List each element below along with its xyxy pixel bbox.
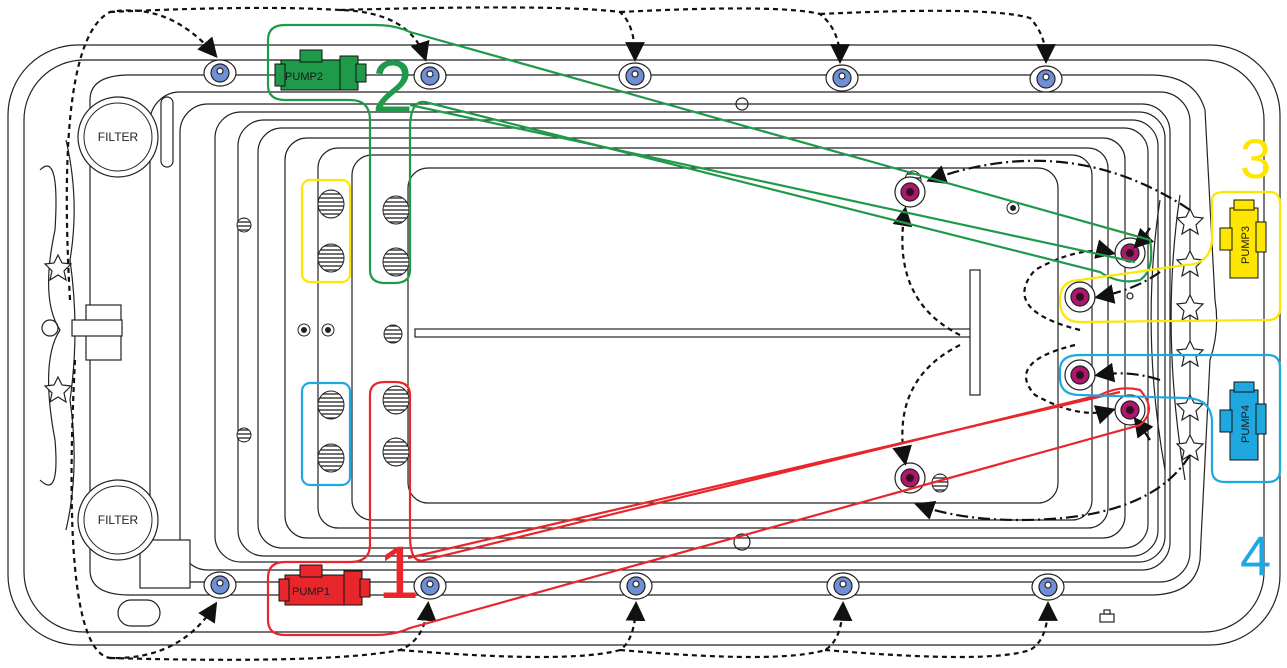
jet-top-2 — [413, 62, 447, 90]
jet-top-3 — [618, 62, 652, 90]
filter-top: FILTER — [77, 96, 159, 178]
pump3-label: PUMP3 — [1240, 226, 1252, 264]
jet-bottom-5 — [1031, 573, 1065, 601]
mjet-4 — [1064, 359, 1096, 391]
dash-dot-arrows — [914, 159, 1191, 522]
jet-top-5 — [1029, 65, 1063, 93]
mjet-6 — [894, 462, 926, 494]
spa-shell — [7, 44, 1281, 646]
mjet-5 — [1114, 394, 1146, 426]
pump1: PUMP1 — [278, 564, 371, 606]
pump3-zone — [300, 178, 1282, 324]
mjet-3 — [1064, 281, 1096, 313]
pump3: PUMP3 — [1219, 199, 1267, 279]
suction-fittings — [236, 201, 1020, 443]
jet-top-4 — [825, 64, 859, 92]
pump1-label: PUMP1 — [292, 586, 330, 598]
jet-bottom-4 — [826, 572, 860, 600]
magenta-jets — [894, 176, 1146, 494]
blue-wall-jets — [203, 59, 1065, 601]
filter-bottom: FILTER — [77, 479, 159, 561]
pump2: PUMP2 — [274, 49, 367, 91]
jet-bottom-1 — [203, 571, 237, 599]
jet-bottom-3 — [619, 572, 653, 600]
mjet-1 — [894, 176, 926, 208]
pump1-zone — [266, 380, 1151, 637]
pump4-zone — [300, 353, 1282, 487]
pump2-number: 2 — [372, 45, 413, 128]
pump2-label: PUMP2 — [285, 71, 323, 83]
jet-bottom-2 — [413, 572, 447, 600]
jet-top-1 — [203, 59, 237, 87]
pump4-number: 4 — [1240, 524, 1271, 587]
star-seats — [43, 207, 1205, 461]
filter-bottom-label: FILTER — [98, 513, 139, 527]
pump3-number: 3 — [1240, 127, 1271, 190]
flow-arrows — [65, 6, 1116, 661]
pump4-label: PUMP4 — [1240, 405, 1252, 443]
pump2-zone — [266, 23, 1153, 285]
grill-covers — [317, 170, 949, 493]
pump4: PUMP4 — [1219, 381, 1267, 461]
pump1-number: 1 — [378, 531, 419, 614]
filter-top-label: FILTER — [98, 130, 139, 144]
